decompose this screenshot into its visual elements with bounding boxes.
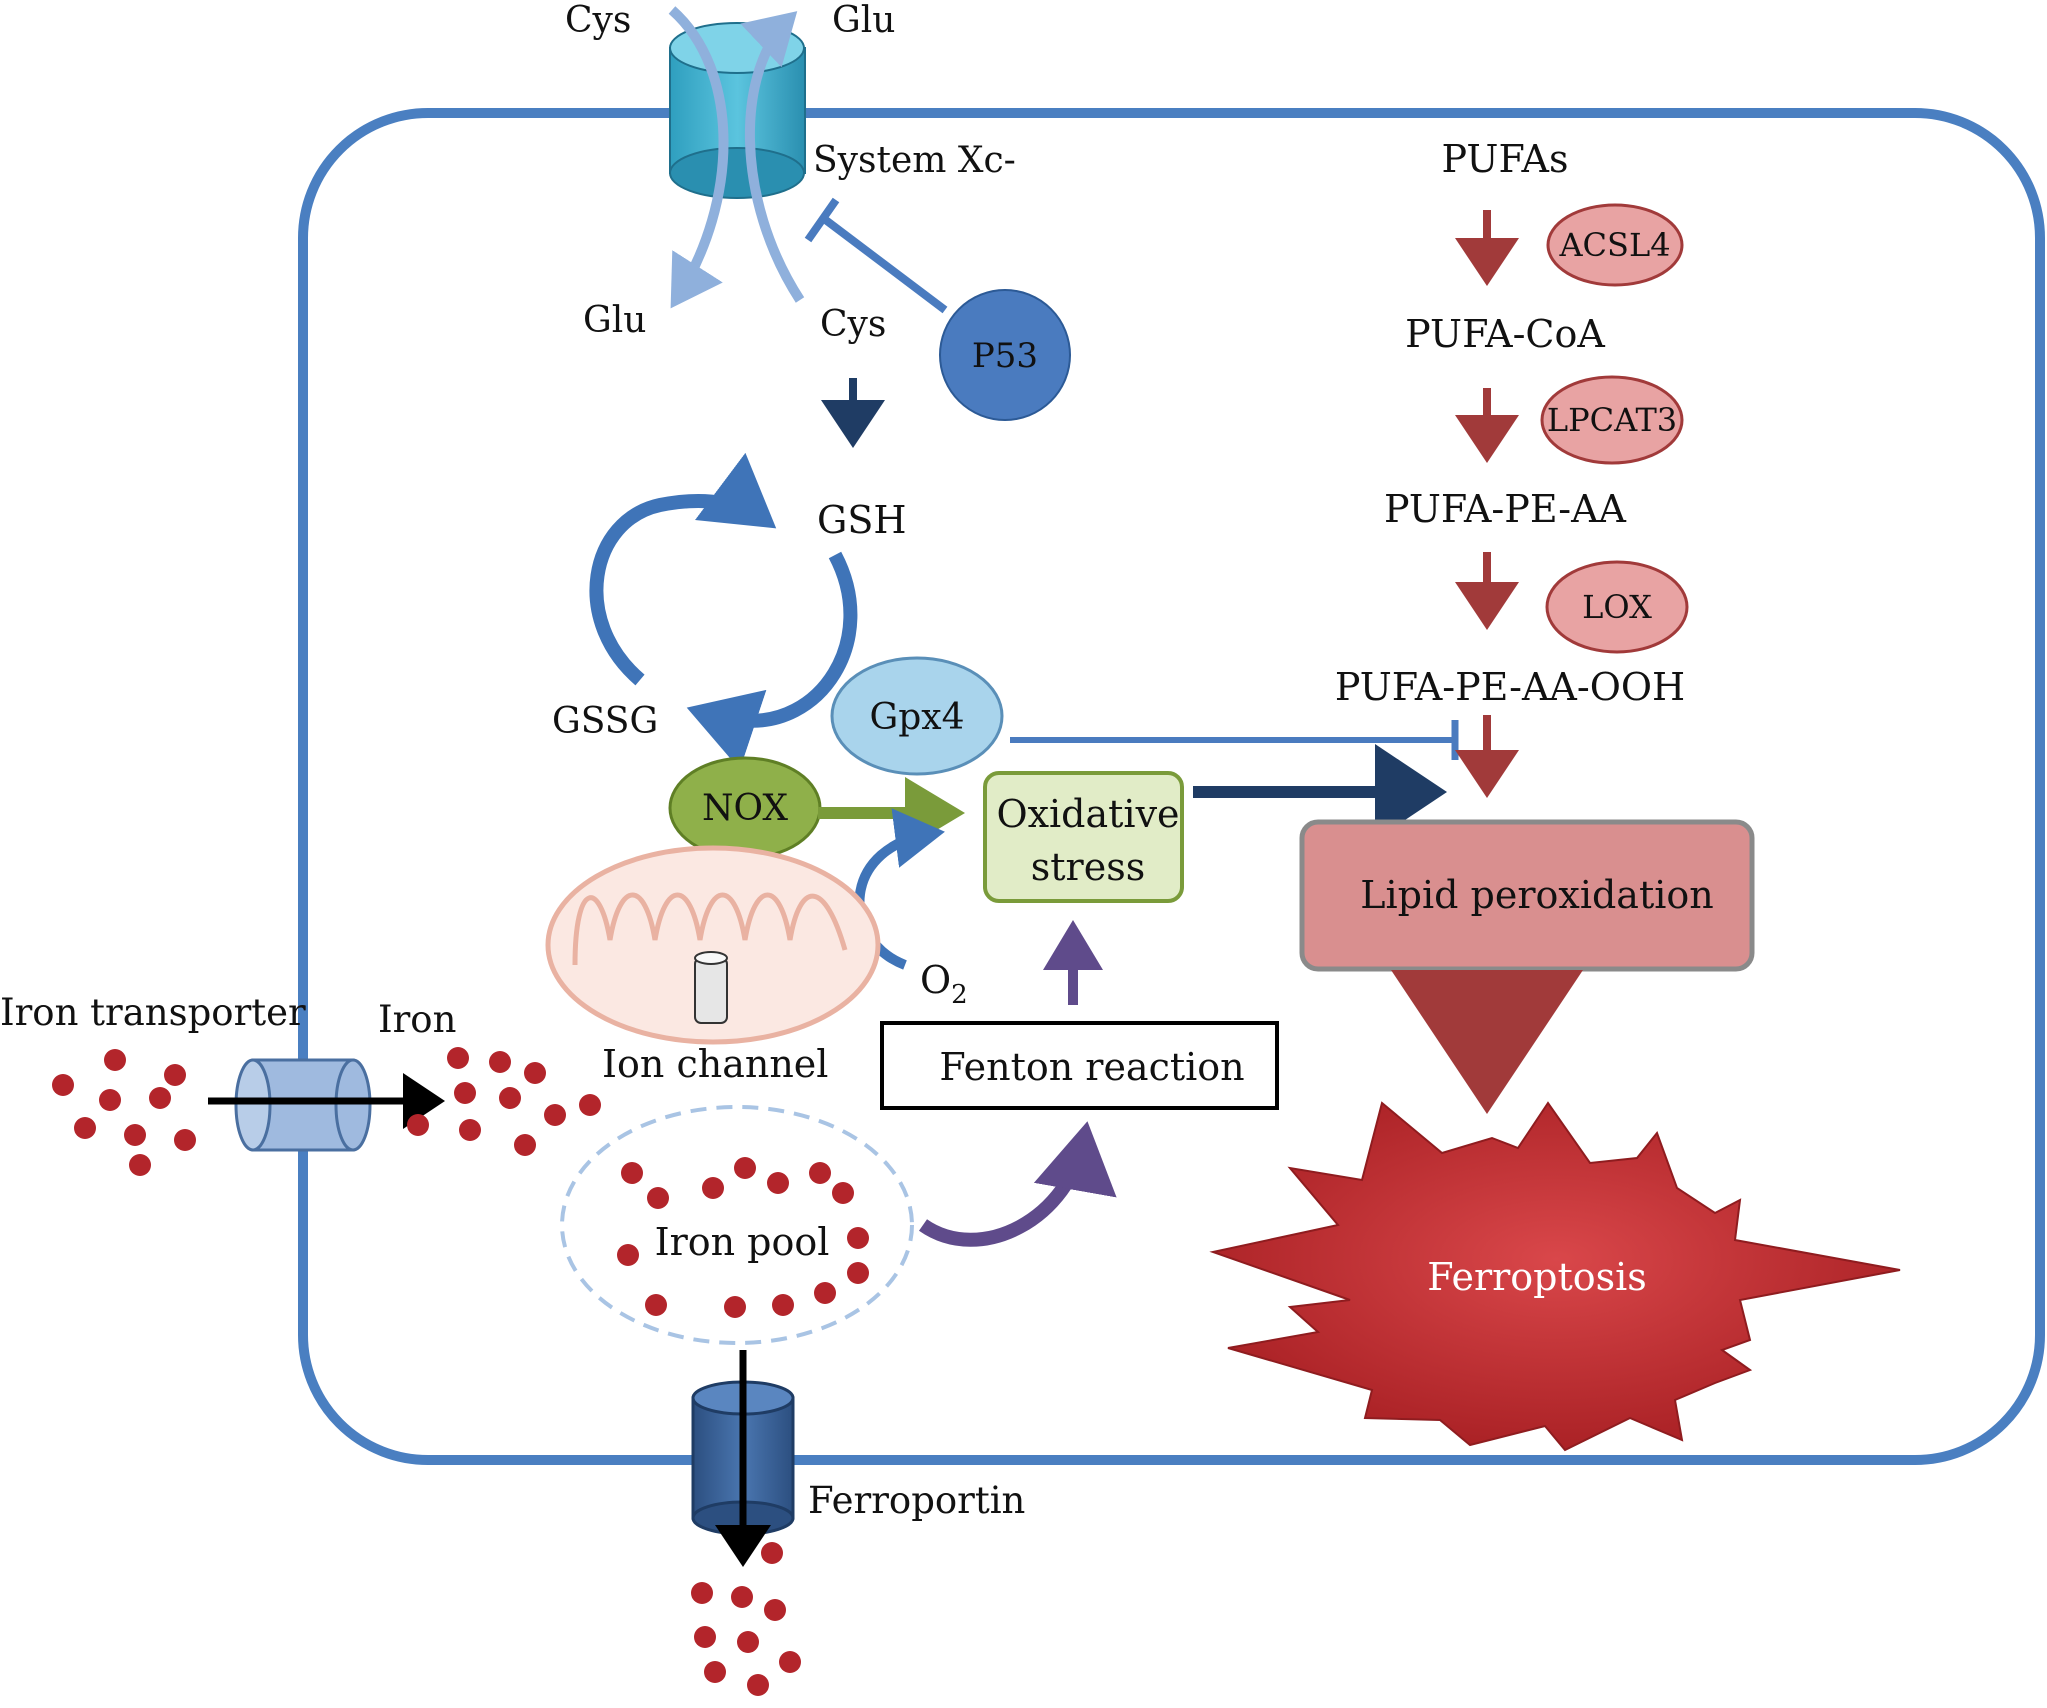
gsh-to-gssg-arrow — [686, 551, 858, 770]
pufa-coa-label: PUFA-CoA — [1405, 312, 1605, 356]
o2-to-oxidative-arrow — [854, 808, 945, 970]
iron-pool-label: Iron pool — [655, 1220, 830, 1264]
fenton-reaction-label: Fenton reaction — [939, 1045, 1244, 1089]
glu-outside-label: Glu — [832, 0, 895, 41]
gpx4-node — [830, 656, 1004, 776]
oxidative-stress-box — [983, 771, 1184, 903]
mitochondrion — [545, 845, 881, 1045]
fenton-reaction-box — [880, 1021, 1279, 1110]
p53-inhibition-bar — [804, 197, 840, 243]
nox-label: NOX — [702, 788, 788, 829]
acsl4-label: ACSL4 — [1558, 226, 1670, 264]
gssg-label: GSSG — [552, 701, 658, 742]
cys-outside-label: Cys — [565, 0, 631, 41]
ferroportin-label: Ferroportin — [808, 1479, 1025, 1522]
o2-label: O2 — [920, 958, 968, 1010]
oxidative-stress-label-line2: stress — [1031, 845, 1145, 889]
ion-channel-label: Ion channel — [602, 1042, 828, 1086]
ferroptosis-burst — [1209, 1101, 1901, 1452]
iron-pool-dots — [617, 1157, 869, 1318]
pufa-pe-aa-ooh-label: PUFA-PE-AA-OOH — [1335, 665, 1685, 709]
gssg-to-gsh-arrow — [589, 452, 777, 686]
oxidative-stress-label-line1: Oxidative — [996, 792, 1179, 836]
lox-label: LOX — [1582, 588, 1652, 626]
ion-channel-icon — [694, 951, 728, 1024]
p53-inhibition-line — [820, 214, 948, 314]
pufas-label: PUFAs — [1442, 137, 1569, 181]
p53-label: P53 — [972, 336, 1038, 376]
iron-transporter-icon — [234, 1058, 372, 1152]
lpcat3-node — [1540, 375, 1684, 465]
p53-node — [939, 289, 1071, 421]
system-xc-transporter — [668, 6, 806, 309]
lpcat3-label: LPCAT3 — [1547, 401, 1677, 439]
lox-node — [1545, 560, 1689, 654]
lipid-peroxidation-box — [1299, 819, 1755, 972]
exported-iron-dots — [691, 1542, 801, 1696]
cys-inside-label: Cys — [820, 304, 886, 345]
intracellular-iron-dots — [407, 1047, 601, 1156]
acsl4-node — [1546, 203, 1684, 287]
iron-pool-to-fenton-arrow — [918, 1121, 1117, 1247]
iron-transporter-label: Iron transporter — [0, 991, 306, 1034]
cell-membrane — [298, 108, 2045, 1465]
glu-inside-label: Glu — [583, 300, 646, 341]
ferroptosis-label: Ferroptosis — [1427, 1255, 1647, 1299]
extracellular-iron-dots — [52, 1049, 196, 1176]
gpx4-label: Gpx4 — [869, 697, 964, 738]
iron-pool-boundary — [560, 1105, 914, 1345]
gsh-label: GSH — [817, 498, 907, 542]
o2-subscript: 2 — [951, 980, 968, 1010]
system-xc-label: System Xc- — [813, 140, 1016, 181]
iron-label: Iron — [378, 998, 456, 1041]
lipid-peroxidation-label: Lipid peroxidation — [1360, 873, 1713, 917]
pufa-pe-aa-label: PUFA-PE-AA — [1384, 487, 1627, 531]
